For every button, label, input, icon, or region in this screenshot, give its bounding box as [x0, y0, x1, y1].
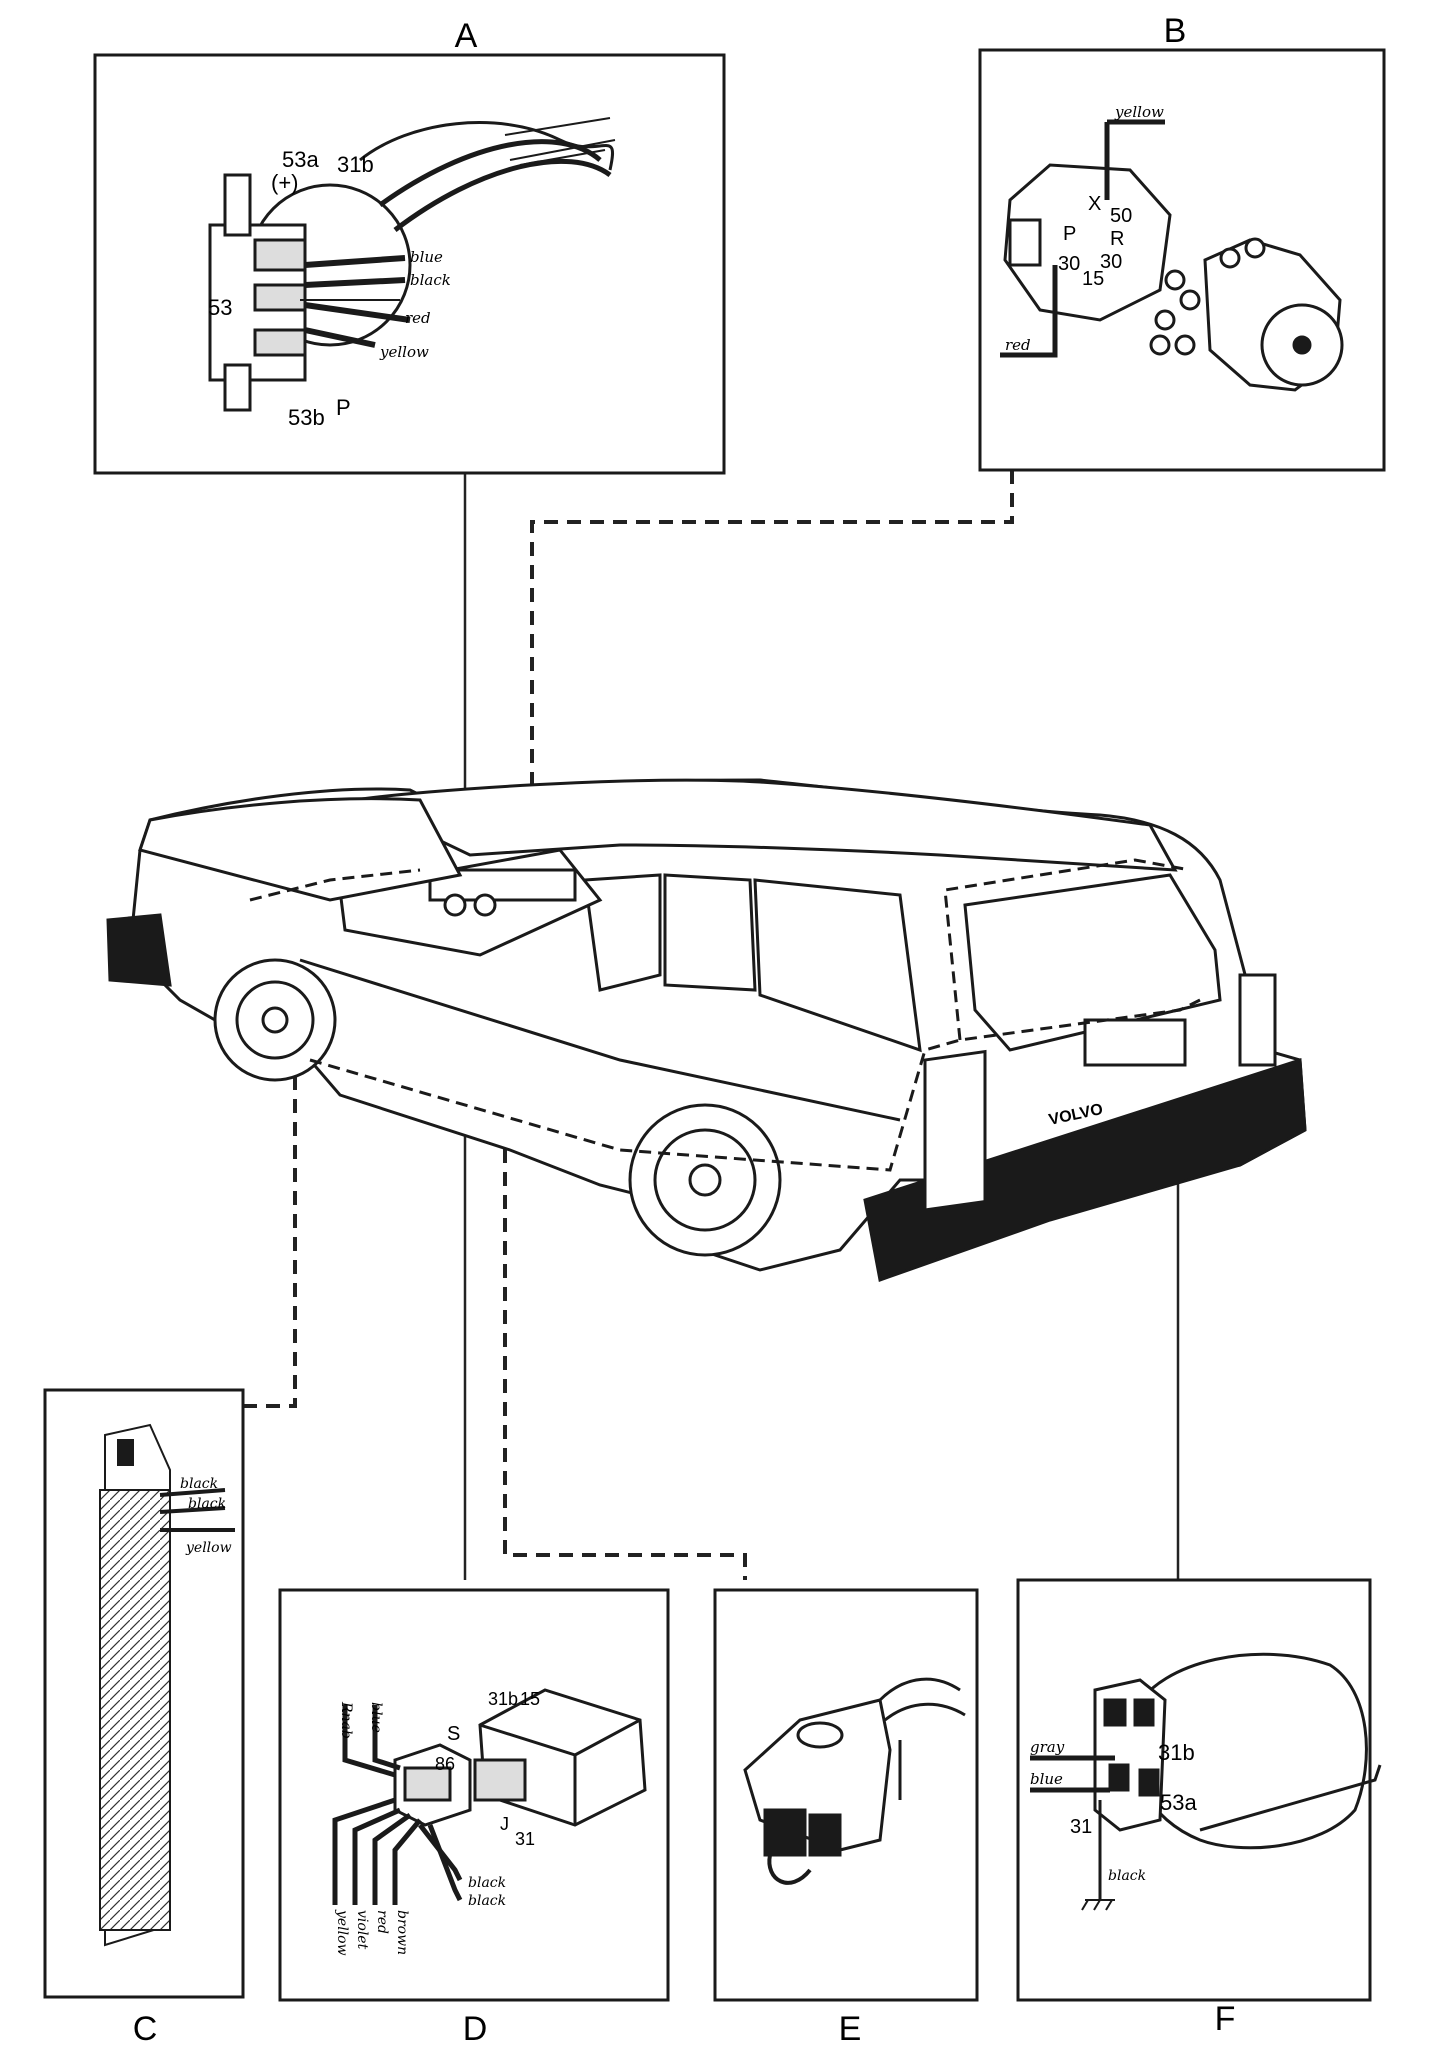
wire-label-black: black — [410, 271, 451, 289]
terminal-label-31b: 31b — [337, 152, 374, 177]
panel-letter-d: D — [463, 2010, 488, 2048]
terminal-label-30-right: 30 — [1100, 251, 1122, 273]
terminal-label-53a: 53a — [282, 147, 319, 172]
wire-label-brown-d: brown — [394, 1910, 410, 1955]
terminal-label-j: J — [500, 1814, 509, 1834]
terminal-label-p: P — [336, 395, 351, 420]
terminal-label-x: X — [1088, 193, 1101, 215]
ignition-switch-illustration — [1000, 119, 1344, 392]
panel-e: E — [713, 1588, 979, 2048]
terminal-label-50: 50 — [1110, 205, 1132, 227]
relay-illustration — [332, 1688, 647, 1905]
wire-label-blue-d: blue — [368, 1702, 384, 1733]
wire-label-yellow-c: yellow — [185, 1540, 232, 1556]
wire-label-black-d1: black — [468, 1875, 506, 1891]
terminal-label-30-left: 30 — [1058, 253, 1080, 275]
panel-b: B X 50 P R 30 30 15 yellow red — [978, 12, 1386, 472]
panel-letter-e: E — [839, 2010, 862, 2048]
wire-label-black-f: black — [1108, 1868, 1146, 1884]
panel-a: A 53a (+) 31b 53 53b P blue b — [93, 17, 726, 475]
connector-line-e-a — [503, 1080, 747, 1580]
terminal-label-53b: 53b — [288, 405, 325, 430]
terminal-label-15-d: 15 — [520, 1689, 540, 1709]
terminal-label-31-d: 31 — [515, 1829, 535, 1849]
connector-line-b — [530, 470, 1014, 900]
panel-letter-c: C — [133, 2010, 158, 2048]
wire-label-violet-d: violet — [354, 1910, 370, 1950]
panel-c: black black yellow C — [43, 1388, 245, 2048]
wire-label-red-d: red — [374, 1910, 390, 1934]
wire-label-blue: blue — [410, 248, 443, 266]
washer-reservoir-illustration — [743, 1677, 966, 1885]
connector-line-c — [243, 1060, 297, 1408]
wire-label-black-c1: black — [180, 1476, 218, 1492]
fuse-box-illustration — [99, 1423, 235, 1947]
wire-label-gray-f: gray — [1030, 1738, 1065, 1756]
terminal-label-53: 53 — [208, 295, 232, 320]
wiper-switch-illustration — [208, 117, 616, 412]
terminal-label-31b-f: 31b — [1158, 1740, 1195, 1765]
panel-letter-a: A — [455, 17, 478, 55]
terminal-label-p-b: P — [1063, 223, 1076, 245]
panel-f: 31b 53a 31 gray blue black F — [1016, 1578, 1382, 2038]
wire-label-black-d2: black — [468, 1893, 506, 1909]
wire-label-blue-f: blue — [1030, 1770, 1063, 1788]
terminal-label-86: 86 — [435, 1754, 455, 1774]
wire-label-red-b: red — [1005, 336, 1031, 354]
terminal-label-plus: (+) — [271, 170, 299, 195]
wire-label-yellow-b: yellow — [1114, 103, 1164, 121]
wire-label-yellow-d: yellow — [334, 1909, 350, 1956]
panel-letter-f: F — [1215, 2000, 1236, 2038]
terminal-label-31b-d: 31b — [488, 1689, 518, 1709]
terminal-label-31-f: 31 — [1070, 1816, 1092, 1838]
panel-d: 31b 15 S 86 J 31 Rnab blue yellow violet… — [278, 1588, 670, 2048]
wire-label-red: red — [405, 309, 431, 327]
terminal-label-r: R — [1110, 228, 1124, 250]
rear-wiper-motor-illustration — [1030, 1652, 1382, 1911]
wire-label-black-c2: black — [188, 1496, 226, 1512]
wire-label-rnab: Rnab — [338, 1701, 354, 1739]
car-illustration — [106, 778, 1307, 1282]
terminal-label-15: 15 — [1082, 268, 1104, 290]
terminal-label-s: S — [447, 1723, 460, 1745]
terminal-label-53a-f: 53a — [1160, 1790, 1197, 1815]
panel-letter-b: B — [1164, 12, 1187, 50]
wire-label-yellow: yellow — [379, 343, 429, 361]
